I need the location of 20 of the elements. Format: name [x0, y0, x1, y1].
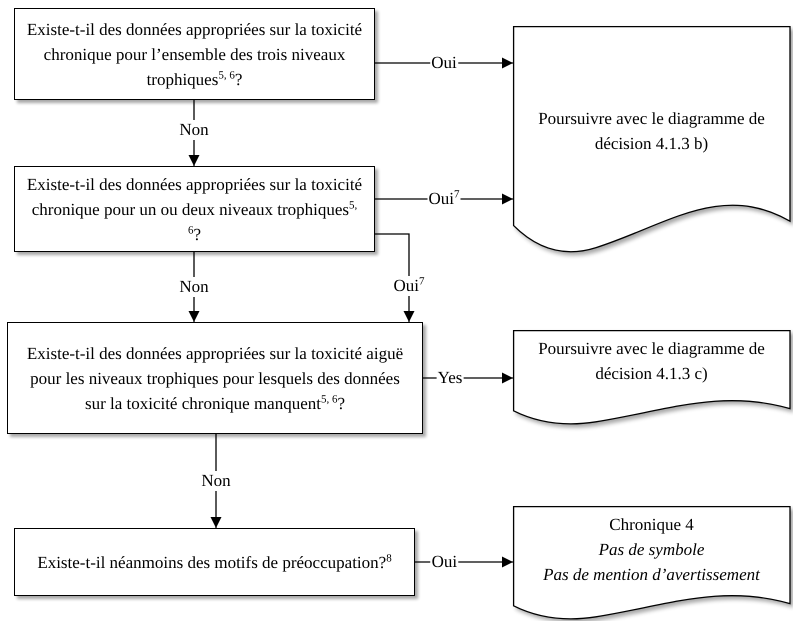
- question-box: [14, 8, 375, 100]
- edge-label: Oui$^{7}$: [392, 276, 426, 296]
- document-shape: [513, 26, 790, 252]
- outcome-note: Pas de mention d’avertissement: [543, 564, 760, 586]
- question-text: Existe-t-il des données appropriées sur la toxicité chronique pour l’ensemble des trois niveaux trophiques$^{5, 6}$?: [26, 18, 364, 91]
- question-text: Existe-t-il des données appropriées sur la toxicité chronique pour un ou deux niveaux trophiques$^{5,}$ $^{6}$?: [26, 174, 364, 246]
- outcome-text: Poursuivre avec le diagramme de décision 4.1.3 b): [537, 108, 766, 155]
- question-text: Existe-t-il des données appropriées sur la toxicité aiguë pour les niveaux trophiques pour lesquels des données sur la toxicité chronique manquent$^{5, 6}$?: [26, 342, 404, 415]
- question-box: [14, 166, 375, 252]
- outcome-note: Pas de symbole: [598, 539, 704, 561]
- edge-label: Non: [200, 471, 232, 491]
- question-box: [14, 528, 415, 596]
- document-shape: [513, 330, 790, 424]
- question-text: Existe-t-il néanmoins des motifs de préoccupation?$^{8}$: [37, 550, 392, 574]
- question-box: [7, 322, 423, 434]
- outcome-text: Poursuivre avec le diagramme de décision 4.1.3 c): [537, 338, 766, 385]
- outcome-text: Chronique 4: [609, 514, 694, 536]
- edge-label: Non: [178, 277, 210, 297]
- document-shape: [513, 506, 790, 619]
- edge-label: Non: [178, 120, 210, 140]
